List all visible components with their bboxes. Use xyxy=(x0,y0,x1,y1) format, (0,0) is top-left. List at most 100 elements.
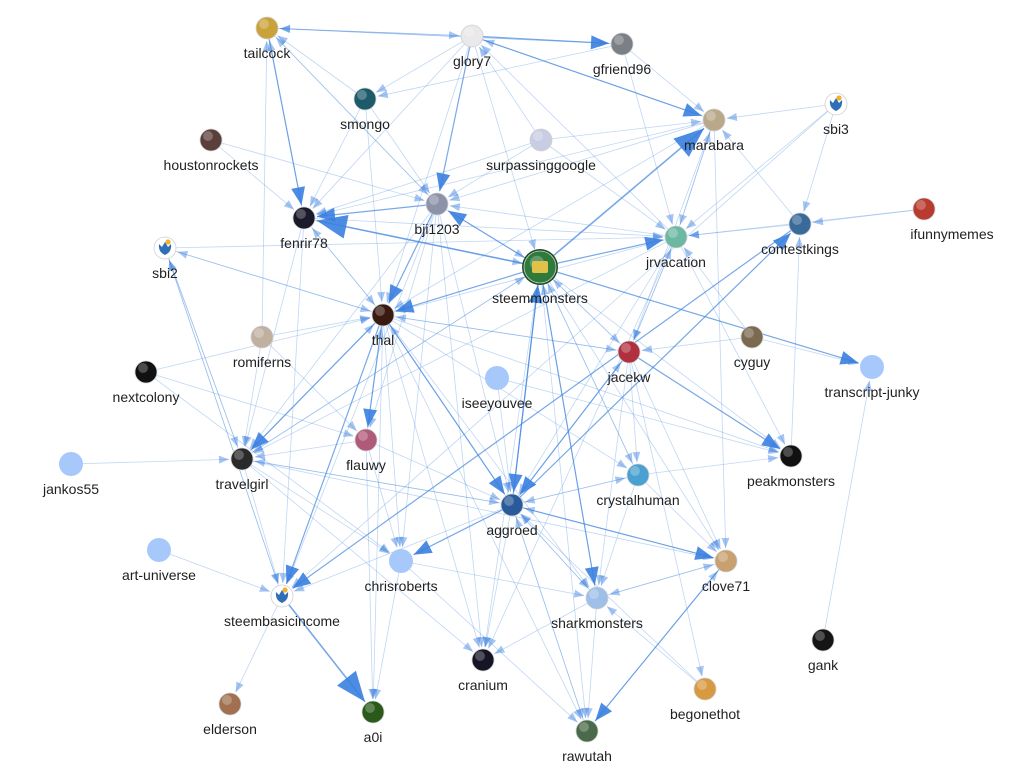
arrowhead-cyguy-to-transcript-junky xyxy=(847,357,859,366)
avatar-highlight xyxy=(579,722,589,732)
arrowhead-houstonrockets-to-fenrir78 xyxy=(283,200,295,210)
avatar xyxy=(230,447,254,471)
coin-icon xyxy=(282,587,288,593)
node-elderson[interactable]: elderson xyxy=(203,692,257,737)
arrowhead-steemmonsters-to-cranium xyxy=(482,636,491,648)
edge-gfriend96-to-smongo xyxy=(377,43,623,97)
node-sbi3[interactable]: sbi3 xyxy=(823,92,849,137)
node-a0i[interactable]: a0i xyxy=(361,700,385,745)
edge-glory7-to-thal xyxy=(386,35,473,303)
edge-aggroed-to-sharkmonsters xyxy=(511,504,589,589)
avatar xyxy=(529,128,553,152)
edge-begonethot-to-sharkmonsters xyxy=(606,606,706,690)
edge-thal-to-sharkmonsters xyxy=(382,314,590,588)
node-glory7[interactable]: glory7 xyxy=(453,24,491,69)
arrowhead-ifunnymemes-to-jrvacation xyxy=(688,230,700,239)
edge-steemmonsters-to-crystalhuman xyxy=(539,266,633,464)
arrowhead-fenrir78-to-jrvacation xyxy=(652,231,664,240)
edge-cyguy-to-jrvacation xyxy=(683,247,753,338)
node-aggroed[interactable]: aggroed xyxy=(486,493,538,538)
edge-flauwy-to-chrisroberts xyxy=(365,439,398,548)
node-crystalhuman[interactable]: crystalhuman xyxy=(596,463,680,508)
arrowhead-steemmonsters-to-rawutah xyxy=(580,707,589,719)
avatar-highlight xyxy=(533,131,543,141)
avatar-highlight xyxy=(630,466,640,476)
node-clove71[interactable]: clove71 xyxy=(702,549,750,594)
arrowhead-gfriend96-to-tailcock xyxy=(279,25,291,34)
arrowhead-glory7-to-tailcock xyxy=(279,24,291,33)
edge-houstonrockets-to-fenrir78 xyxy=(210,139,295,210)
avatar xyxy=(779,444,803,468)
arrowhead-jrvacation-to-bji1203 xyxy=(449,203,461,212)
edge-romiferns-to-flauwy xyxy=(261,336,358,432)
edge-contestkings-to-steembasicincome xyxy=(292,223,801,589)
node-rawutah[interactable]: rawutah xyxy=(562,719,612,764)
node-steembasicincome[interactable]: steembasicincome xyxy=(224,584,340,629)
node-sbi2[interactable]: sbi2 xyxy=(152,236,178,281)
node-gfriend96[interactable]: gfriend96 xyxy=(593,32,652,77)
node-begonethot[interactable]: begonethot xyxy=(670,677,740,722)
node-tailcock[interactable]: tailcock xyxy=(244,16,292,61)
node-cranium[interactable]: cranium xyxy=(458,648,508,693)
arrowhead-sbi2-to-travelgirl xyxy=(230,436,238,447)
node-peakmonsters[interactable]: peakmonsters xyxy=(747,444,835,489)
node-jankos55[interactable]: jankos55 xyxy=(42,452,99,497)
arrowhead-flauwy-to-chrisroberts xyxy=(390,536,399,548)
arrowhead-nextcolony-to-flauwy xyxy=(342,429,354,438)
arrowhead-jankos55-to-travelgirl xyxy=(218,455,230,464)
node-bji1203[interactable]: bji1203 xyxy=(414,192,460,237)
edge-steemmonsters-to-jacekw xyxy=(539,266,620,344)
arrowhead-travelgirl-to-clove71 xyxy=(702,552,714,561)
avatar xyxy=(471,648,495,672)
node-sharkmonsters[interactable]: sharkmonsters xyxy=(551,586,643,631)
edge-begonethot-to-aggroed xyxy=(521,513,706,690)
node-chrisroberts[interactable]: chrisroberts xyxy=(364,549,438,594)
node-flauwy[interactable]: flauwy xyxy=(346,428,386,473)
arrowhead-travelgirl-to-sbi2 xyxy=(169,260,177,271)
node-surpassinggoogle[interactable]: surpassinggoogle xyxy=(486,128,596,173)
avatar xyxy=(500,493,524,517)
node-jacekw[interactable]: jacekw xyxy=(607,340,652,385)
edge-marabara-to-bji1203 xyxy=(449,119,715,201)
node-label: jacekw xyxy=(607,369,652,385)
edge-thal-to-travelgirl xyxy=(250,314,384,451)
edge-bji1203-to-cranium xyxy=(436,203,483,648)
node-ifunnymemes[interactable]: ifunnymemes xyxy=(910,197,994,242)
node-transcript-junky[interactable]: transcript-junky xyxy=(825,355,920,400)
node-gank[interactable]: gank xyxy=(808,628,839,673)
edge-aggroed-to-contestkings xyxy=(511,232,792,506)
node-romiferns[interactable]: romiferns xyxy=(233,325,291,370)
node-marabara[interactable]: marabara xyxy=(684,108,744,153)
edge-jacekw-to-steemmonsters xyxy=(552,279,630,353)
arrowhead-sharkmonsters-to-rawutah xyxy=(584,707,593,719)
edge-sharkmonsters-to-cranium xyxy=(494,597,598,655)
node-iseeyouvee[interactable]: iseeyouvee xyxy=(462,366,533,411)
node-fenrir78[interactable]: fenrir78 xyxy=(280,206,328,251)
node-nextcolony[interactable]: nextcolony xyxy=(113,360,180,405)
node-houstonrockets[interactable]: houstonrockets xyxy=(164,128,259,173)
node-contestkings[interactable]: contestkings xyxy=(761,212,839,257)
node-label: peakmonsters xyxy=(747,473,835,489)
arrowhead-marabara-to-bji1203 xyxy=(449,193,461,202)
node-label: rawutah xyxy=(562,748,612,764)
node-art-universe[interactable]: art-universe xyxy=(122,538,196,583)
crown-icon xyxy=(532,261,548,273)
avatar xyxy=(740,325,764,349)
arrowhead-steemmonsters-to-aggroed xyxy=(508,473,523,493)
edge-glory7-to-steemmonsters xyxy=(471,35,536,250)
node-thal[interactable]: thal xyxy=(371,303,395,348)
node-jrvacation[interactable]: jrvacation xyxy=(645,225,706,270)
arrowhead-flauwy-to-aggroed xyxy=(489,491,501,500)
avatar-highlight xyxy=(138,363,148,373)
node-cyguy[interactable]: cyguy xyxy=(734,325,771,370)
node-smongo[interactable]: smongo xyxy=(340,87,390,132)
arrowhead-travelgirl-to-chrisroberts xyxy=(378,544,390,554)
node-travelgirl[interactable]: travelgirl xyxy=(216,447,269,492)
avatar xyxy=(353,87,377,111)
edge-surpassinggoogle-to-bji1203 xyxy=(447,139,542,198)
arrowhead-steemmonsters-to-jacekw xyxy=(609,333,620,344)
arrowhead-steembasicincome-to-a0i xyxy=(337,670,365,702)
edge-bji1203-to-tailcock xyxy=(275,37,438,205)
arrowhead-steemmonsters-to-marabara xyxy=(673,128,705,157)
node-steemmonsters[interactable]: steemmonsters xyxy=(492,249,588,306)
